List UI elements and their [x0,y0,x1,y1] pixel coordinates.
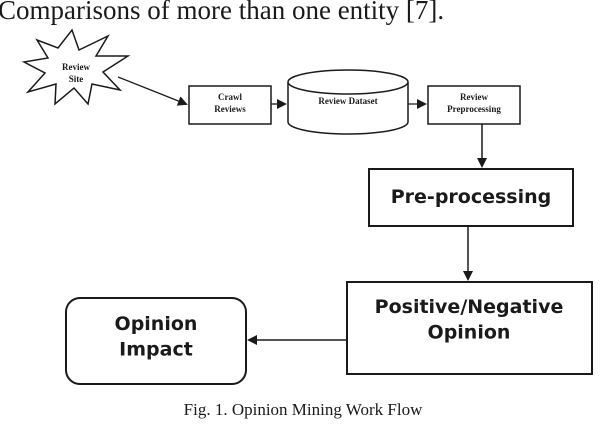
preprocessing-box [368,168,574,227]
review-preprocessing-box [427,85,521,125]
review-site-starburst [21,28,131,106]
positive-negative-opinion-box [346,281,593,375]
preprocessing-label: Pre-processing [391,186,552,208]
preprocessing-node: Pre-processing [368,168,574,227]
opinion-impact-box [65,297,247,385]
crawl-reviews-box [188,85,272,125]
review-dataset-cylinder-body [287,82,409,135]
review-dataset-node: Review Dataset [287,69,409,135]
review-dataset-cylinder-top [287,69,409,95]
header-text: Comparisons of more than one entity [7]. [0,0,445,25]
figure-caption: Fig. 1. Opinion Mining Work Flow [183,400,423,419]
review-dataset-label: Review Dataset [318,96,377,106]
arrow-site-to-crawl [117,76,188,106]
